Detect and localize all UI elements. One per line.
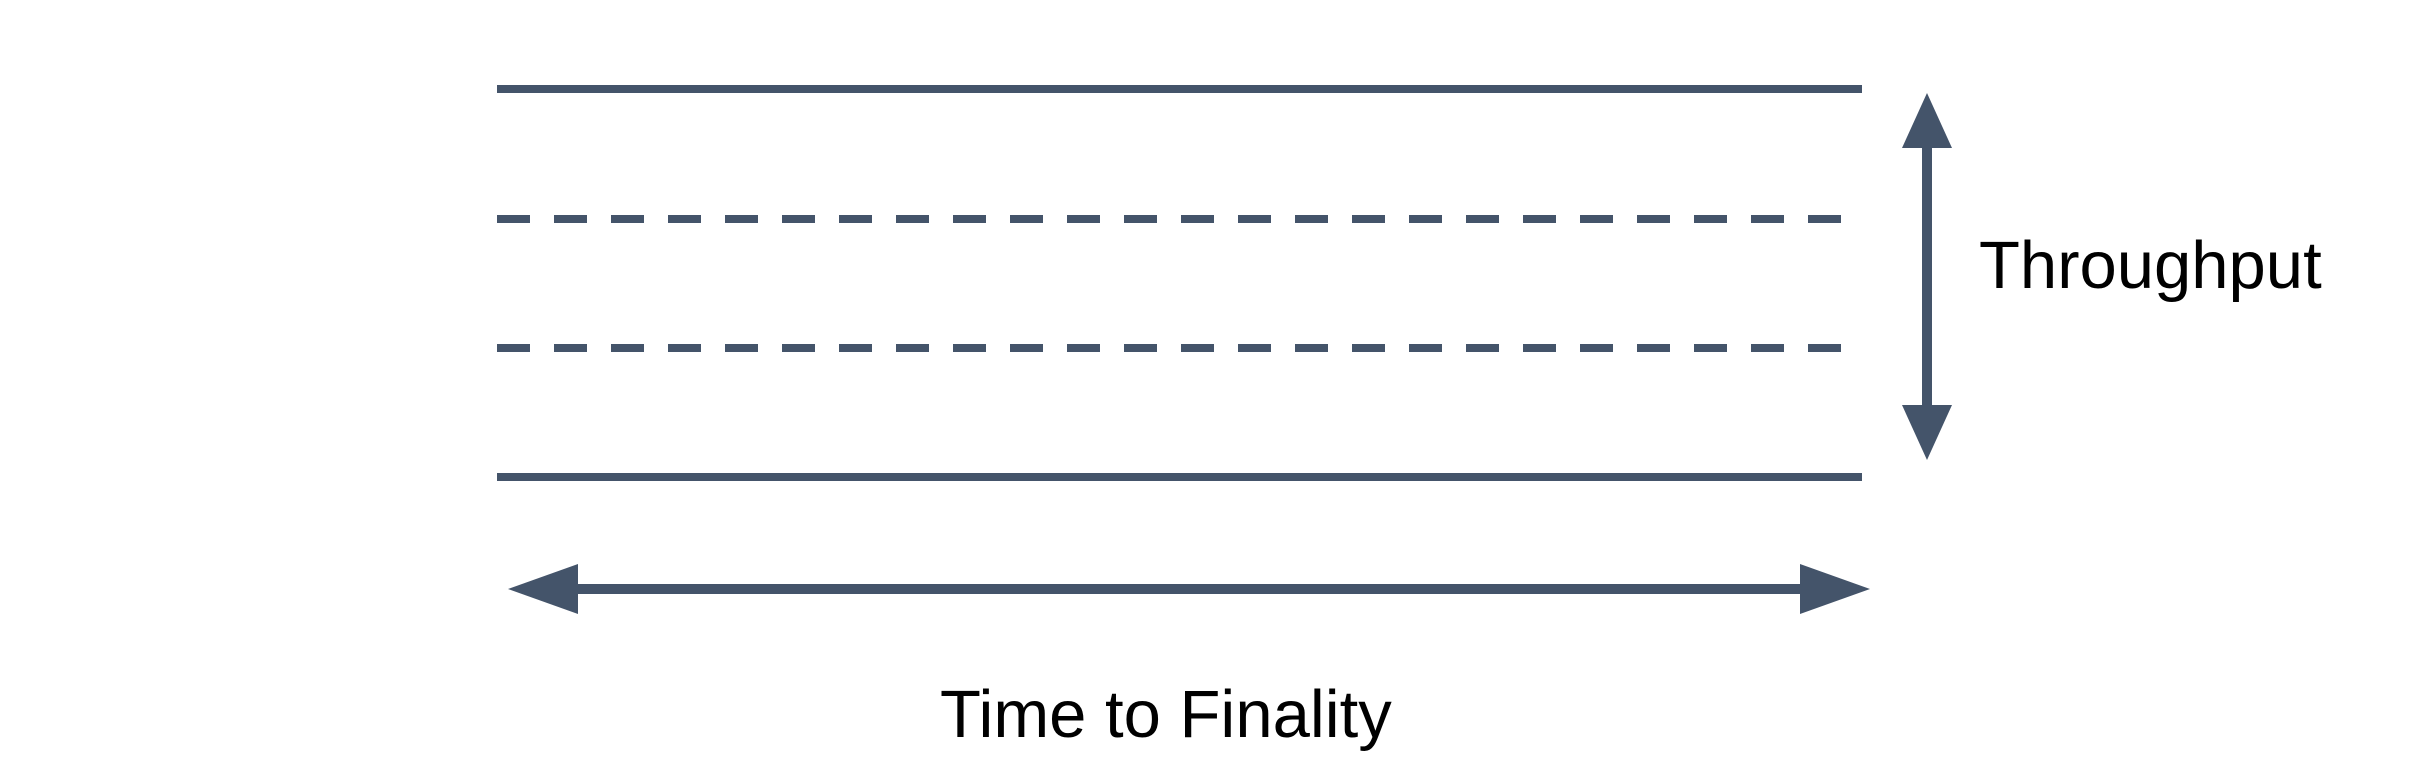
time-to-finality-axis-label: Time to Finality — [940, 677, 1392, 752]
throughput-axis-label: Throughput — [1979, 228, 2322, 303]
double-arrow-horizontal-icon — [508, 564, 1870, 614]
double-arrow-vertical-icon — [1902, 93, 1952, 460]
